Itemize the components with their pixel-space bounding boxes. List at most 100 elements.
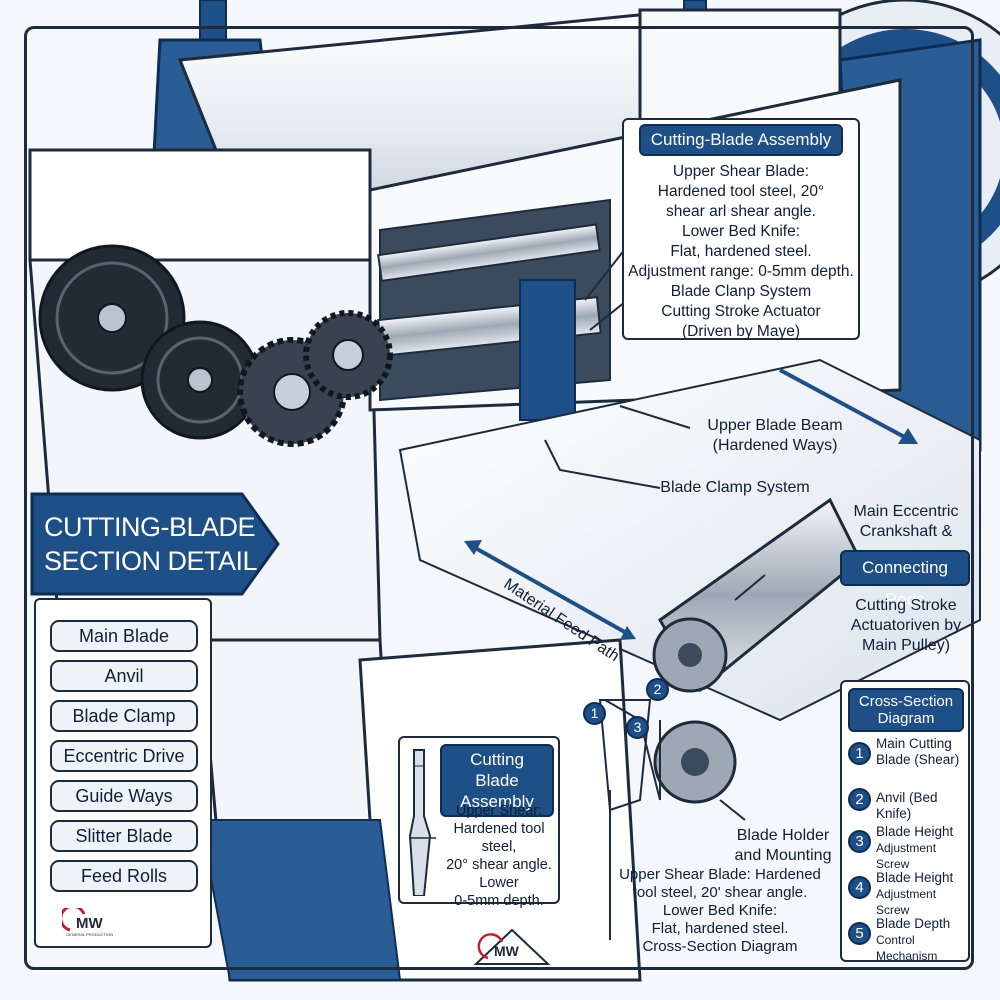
item-line: Blade Depth (876, 916, 951, 931)
component-item: Guide Ways (50, 780, 198, 812)
item-line: Anvil (Bed Knife) (876, 790, 938, 821)
label-line: Flat, hardened steel. (651, 920, 789, 937)
label-line: tool steel, 20' shear angle. (632, 884, 808, 901)
number-badge: 3 (848, 830, 871, 853)
upper-blade-beam-label: Upper Blade Beam (Hardened Ways) (690, 416, 860, 456)
callout-line: Upper Shear: (455, 803, 543, 819)
feed-path-arrowhead-left (464, 540, 482, 555)
cutting-blade-assembly-callout-small: Cutting Blade Assembly Upper Shear: Hard… (398, 736, 560, 909)
label-line: Upper Blade Beam (707, 417, 843, 434)
item-line: Blade Height (876, 870, 954, 885)
number-badge: 2 (848, 788, 871, 811)
item-line: Adjustment Screw (876, 887, 937, 917)
component-item: Eccentric Drive (50, 740, 198, 772)
callout-line: Lower (479, 875, 519, 891)
component-item: Main Blade (50, 620, 198, 652)
item-line: Control Mechanism (876, 933, 938, 963)
stroke-actuator-label: Cutting Stroke Actuatoriven by Main Pull… (838, 596, 974, 656)
cross-section-title: Cross-Section Diagram (848, 688, 964, 732)
component-item: Blade Clamp (50, 700, 198, 732)
material-web (398, 358, 981, 722)
number-badge: 4 (848, 876, 871, 899)
pulley-small (140, 320, 260, 440)
label-line: Actuatoriven by (850, 617, 962, 634)
cutting-blade-assembly-callout: Cutting-Blade Assembly Upper Shear Blade… (622, 118, 860, 340)
title-line: CUTTING-BLADE (44, 512, 256, 542)
bottom-note-label: Upper Shear Blade: Hardened tool steel, … (612, 866, 828, 956)
upper-shaft (377, 223, 601, 283)
feed-arrowhead-right (898, 428, 918, 444)
item-line: Main Cutting (876, 736, 952, 751)
callout-line: (Driven by Maye) (682, 323, 800, 340)
svg-text:MW: MW (494, 943, 520, 959)
header-arrow-shape (30, 492, 280, 596)
feed-roll-lower (653, 720, 737, 804)
cross-section-item: 2 Anvil (Bed Knife) (848, 780, 968, 826)
number-badge: 1 (848, 742, 871, 765)
callout-line: 0-5mm depth. (454, 893, 544, 909)
label-line: and Mounting (734, 847, 832, 864)
component-item: Anvil (50, 660, 198, 692)
label-line: Upper Shear Blade: Hardened (619, 866, 821, 883)
callout-line: Cutting Stroke Actuator (661, 303, 821, 320)
blade-profile-icon (408, 749, 436, 896)
callout-line: Upper Shear Blade: (672, 163, 810, 180)
label-line: Cross-Section Diagram (642, 938, 798, 955)
leader-lines (404, 229, 766, 831)
feed-path-arrow (469, 543, 631, 637)
label-line: (Hardened Ways) (712, 437, 838, 454)
section-detail-header: CUTTING-BLADE SECTION DETAIL (30, 492, 280, 596)
svg-text:GENERAL PRODUCTION: GENERAL PRODUCTION (66, 932, 113, 937)
number-badge: 5 (848, 922, 871, 945)
company-logo-center: MW (473, 928, 551, 965)
item-line: Adjustment Screw (876, 841, 937, 871)
callout-body: Upper Shear: Hardened tool steel, 20° sh… (442, 802, 556, 910)
callout-title: Cutting Blade Assembly (440, 744, 554, 817)
callout-line: Flat, hardened steel. (670, 243, 812, 260)
callout-line: Hardened tool steel, (453, 821, 545, 855)
company-logo: MW GENERAL PRODUCTION (62, 908, 113, 937)
component-item: Feed Rolls (50, 860, 198, 892)
feed-arrow-right (779, 368, 911, 442)
svg-text:MW: MW (76, 915, 103, 932)
marker-2: 2 (646, 678, 669, 701)
marker-3: 3 (626, 716, 649, 739)
label-line: Blade Clamp System (660, 479, 810, 496)
label-line: Crankshaft & (859, 523, 953, 540)
callout-line: Adjustment range: 0-5mm depth. (628, 263, 854, 280)
label-line: Main Eccentric (853, 503, 959, 520)
housing-top (28, 148, 372, 262)
callout-title: Cutting-Blade Assembly (638, 124, 844, 156)
callout-line: Lower Bed Knife: (681, 223, 801, 240)
section-title-text: CUTTING-BLADE SECTION DETAIL (44, 510, 258, 578)
callout-line: 20° shear angle. (446, 857, 552, 873)
item-line: Blade (Shear) (876, 752, 960, 767)
label-line: Blade Holder (736, 827, 830, 844)
item-label: Anvil (Bed Knife) (876, 790, 970, 822)
marker-1: 1 (583, 702, 606, 725)
components-list: Main Blade Anvil Blade Clamp Eccentric D… (34, 598, 212, 948)
main-eccentric-label: Main Eccentric Crankshaft & (838, 502, 974, 542)
base-blue (198, 819, 402, 981)
callout-line: Hardened tool steel, 20° (657, 183, 825, 200)
blade-clamp-block (519, 279, 576, 421)
connecting-rods-pill: Connecting Rods (840, 550, 970, 609)
title-line: SECTION DETAIL (44, 546, 258, 576)
gear-right (303, 310, 393, 400)
callout-line: Blade Clanp System (670, 283, 812, 300)
label-line: Cutting Stroke (855, 597, 957, 614)
blade-clamp-system-label: Blade Clamp System (660, 478, 810, 498)
component-item: Slitter Blade (50, 820, 198, 852)
label-line: Main Pulley) (861, 637, 951, 654)
label-line: Lower Bed Knife: (662, 902, 778, 919)
